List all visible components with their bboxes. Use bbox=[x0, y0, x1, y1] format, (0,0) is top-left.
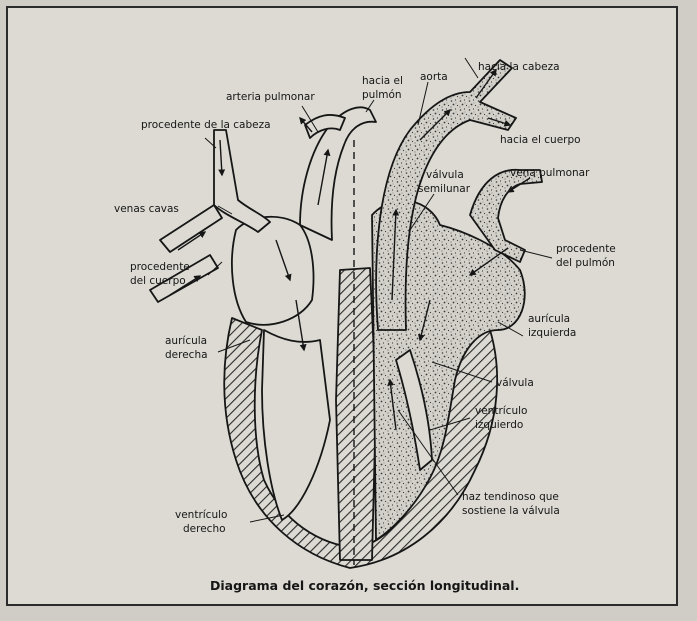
label-procedente-del-cuerpo-2: del cuerpo bbox=[130, 275, 186, 287]
label-procedente-del-pulmon-2: del pulmón bbox=[556, 257, 615, 269]
vena-cava-superior bbox=[214, 130, 270, 232]
label-procedente-del-pulmon-1: procedente bbox=[556, 243, 616, 255]
label-venas-cavas: venas cavas bbox=[114, 203, 179, 215]
label-valvula: válvula bbox=[496, 377, 534, 389]
label-procedente-de-la-cabeza: procedente de la cabeza bbox=[141, 119, 271, 131]
label-auricula-derecha-2: derecha bbox=[165, 349, 208, 361]
label-ventriculo-izquierdo-1: ventrículo bbox=[475, 405, 527, 417]
label-hacia-el-cuerpo: hacia el cuerpo bbox=[500, 134, 581, 146]
label-haz-tendinoso-2: sostiene la válvula bbox=[462, 505, 560, 517]
label-hacia-la-cabeza: hacia la cabeza bbox=[478, 61, 560, 73]
label-vena-pulmonar: vena pulmonar bbox=[510, 167, 590, 179]
label-procedente-del-cuerpo-1: procedente bbox=[130, 261, 190, 273]
label-auricula-derecha-1: aurícula bbox=[165, 335, 207, 347]
label-auricula-izquierda-1: aurícula bbox=[528, 313, 570, 325]
right-ventricle bbox=[262, 330, 330, 520]
label-ventriculo-derecho-1: ventrículo bbox=[175, 509, 227, 521]
label-ventriculo-derecho-2: derecho bbox=[183, 523, 226, 535]
label-hacia-el-pulmon-1: hacia el bbox=[362, 75, 403, 87]
label-ventriculo-izquierdo-2: izquierdo bbox=[475, 419, 523, 431]
right-atrium bbox=[232, 217, 314, 325]
label-haz-tendinoso-1: haz tendinoso que bbox=[462, 491, 559, 503]
label-auricula-izquierda-2: izquierda bbox=[528, 327, 576, 339]
label-aorta: aorta bbox=[420, 71, 448, 83]
label-hacia-el-pulmon-2: pulmón bbox=[362, 89, 402, 101]
label-valvula-semilunar-1: válvula bbox=[426, 169, 464, 181]
label-arteria-pulmonar: arteria pulmonar bbox=[226, 91, 315, 103]
vena-cava-branches bbox=[150, 205, 222, 302]
septum bbox=[336, 268, 376, 560]
label-valvula-semilunar-2: semilunar bbox=[418, 183, 471, 195]
figure-caption: Diagrama del corazón, sección longitudin… bbox=[210, 578, 519, 593]
